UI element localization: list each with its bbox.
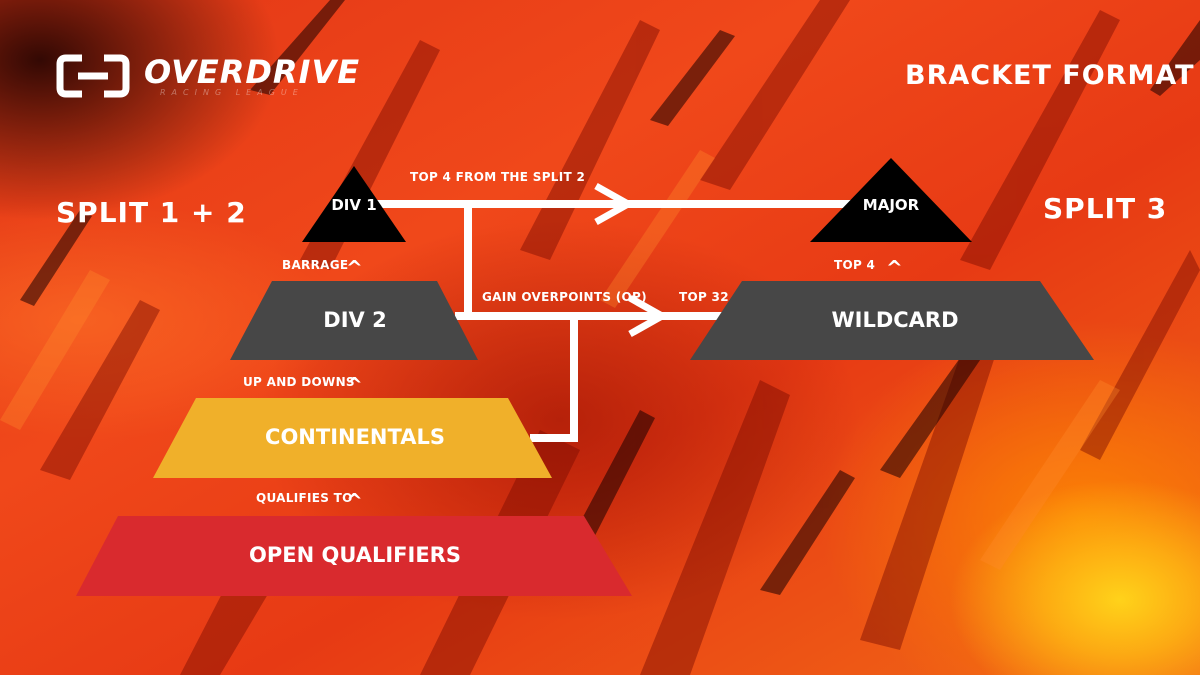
continentals-label: CONTINENTALS bbox=[265, 425, 445, 449]
split-3-label: SPLIT 3 bbox=[1043, 192, 1168, 225]
gain-overpoints-label: GAIN OVERPOINTS (OP) bbox=[482, 290, 647, 304]
open-qualifiers-tier bbox=[76, 516, 632, 596]
up-and-downs-label: UP AND DOWNS bbox=[243, 375, 355, 389]
div2-tier bbox=[230, 281, 478, 360]
top4-caret-icon: ^ bbox=[886, 256, 903, 280]
arrow-to-wildcard-icon bbox=[628, 294, 670, 338]
div1-tier bbox=[302, 166, 406, 242]
top4-from-split2-label: TOP 4 FROM THE SPLIT 2 bbox=[410, 170, 586, 184]
page-title: BRACKET FORMAT bbox=[905, 60, 1195, 91]
major-label: MAJOR bbox=[862, 196, 920, 214]
continentals-to-wildcard-line bbox=[530, 316, 578, 442]
continentals-tier bbox=[153, 398, 552, 478]
barrage-label: BARRAGE bbox=[282, 258, 349, 272]
arrow-to-major-icon bbox=[594, 182, 636, 226]
open-qualifiers-label: OPEN QUALIFIERS bbox=[249, 543, 461, 567]
wildcard-tier bbox=[690, 281, 1094, 360]
split-1-2-label: SPLIT 1 + 2 bbox=[56, 196, 247, 229]
barrage-caret-icon: ^ bbox=[346, 256, 363, 280]
div2-label: DIV 2 bbox=[323, 308, 387, 332]
qualifies-to-caret-icon: ^ bbox=[346, 489, 363, 513]
overdrive-logo: OVERDRIVE RACING LEAGUE bbox=[56, 52, 359, 102]
logo-wordmark: OVERDRIVE bbox=[144, 53, 361, 91]
top32-label: TOP 32 bbox=[679, 290, 729, 304]
logo-mark-icon bbox=[56, 54, 130, 98]
qualifies-to-label: QUALIFIES TO bbox=[256, 491, 353, 505]
up-and-downs-caret-icon: ^ bbox=[346, 373, 363, 397]
major-tier bbox=[810, 158, 972, 242]
wildcard-label: WILDCARD bbox=[831, 308, 959, 332]
div1-label: DIV 1 bbox=[331, 196, 377, 214]
logo-subtitle: RACING LEAGUE bbox=[160, 88, 304, 97]
top4-label: TOP 4 bbox=[834, 258, 876, 272]
